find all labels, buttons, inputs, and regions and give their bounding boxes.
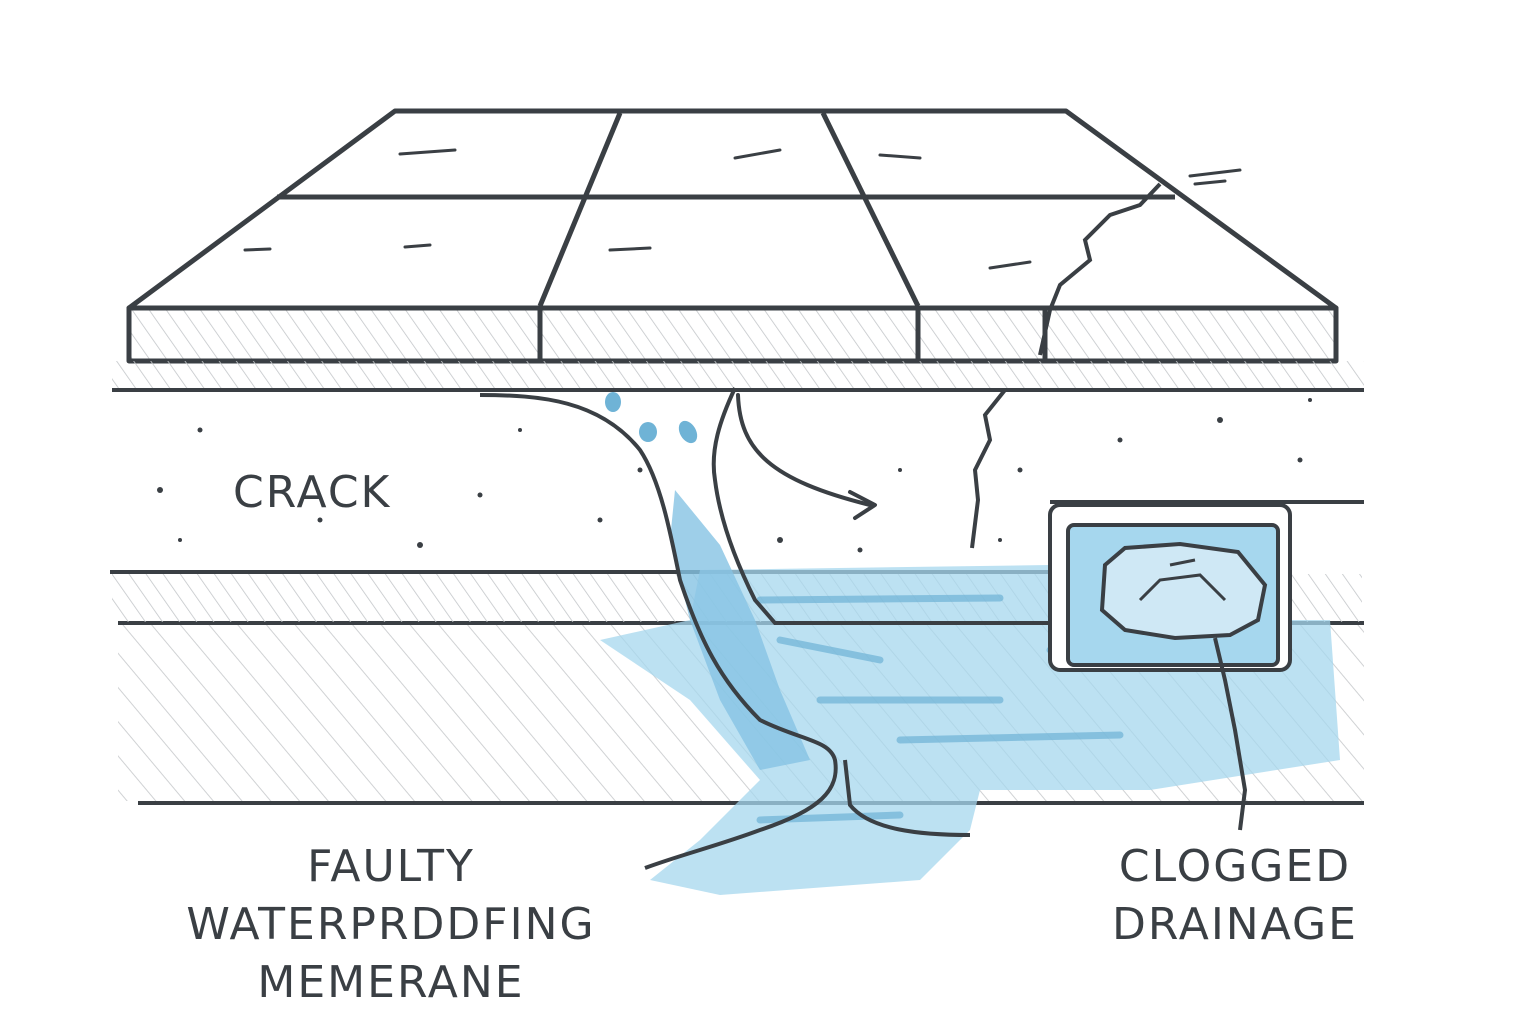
tile-crack [1038,182,1162,356]
screed-speckles [157,398,1312,553]
label-crack: CRACK [233,467,392,518]
water-crack-right [711,387,1050,625]
label-clogged-drainage: CLOGGED DRAINAGE [1100,838,1370,954]
label-faulty-membrane: FAULTY WATERPRDDFING MEMERANE [186,838,596,1012]
label-clogged-line-2: DRAINAGE [1112,899,1358,950]
water-droplets [605,392,698,444]
label-clogged-line-1: CLOGGED [1118,841,1352,892]
tile-texture [243,148,1242,270]
label-faulty-line-1: FAULTY [307,841,475,892]
tile-slab [126,108,1339,364]
water-crack-branch [843,759,971,837]
label-faulty-line-3: MEMERANE [257,957,525,1008]
label-faulty-line-2: WATERPRDDFING [186,899,596,950]
debris-rock [1099,541,1268,641]
water-crack [479,393,838,870]
drain-box [1048,503,1292,831]
screed-crack [970,388,1007,549]
flow-arrow [736,393,877,520]
